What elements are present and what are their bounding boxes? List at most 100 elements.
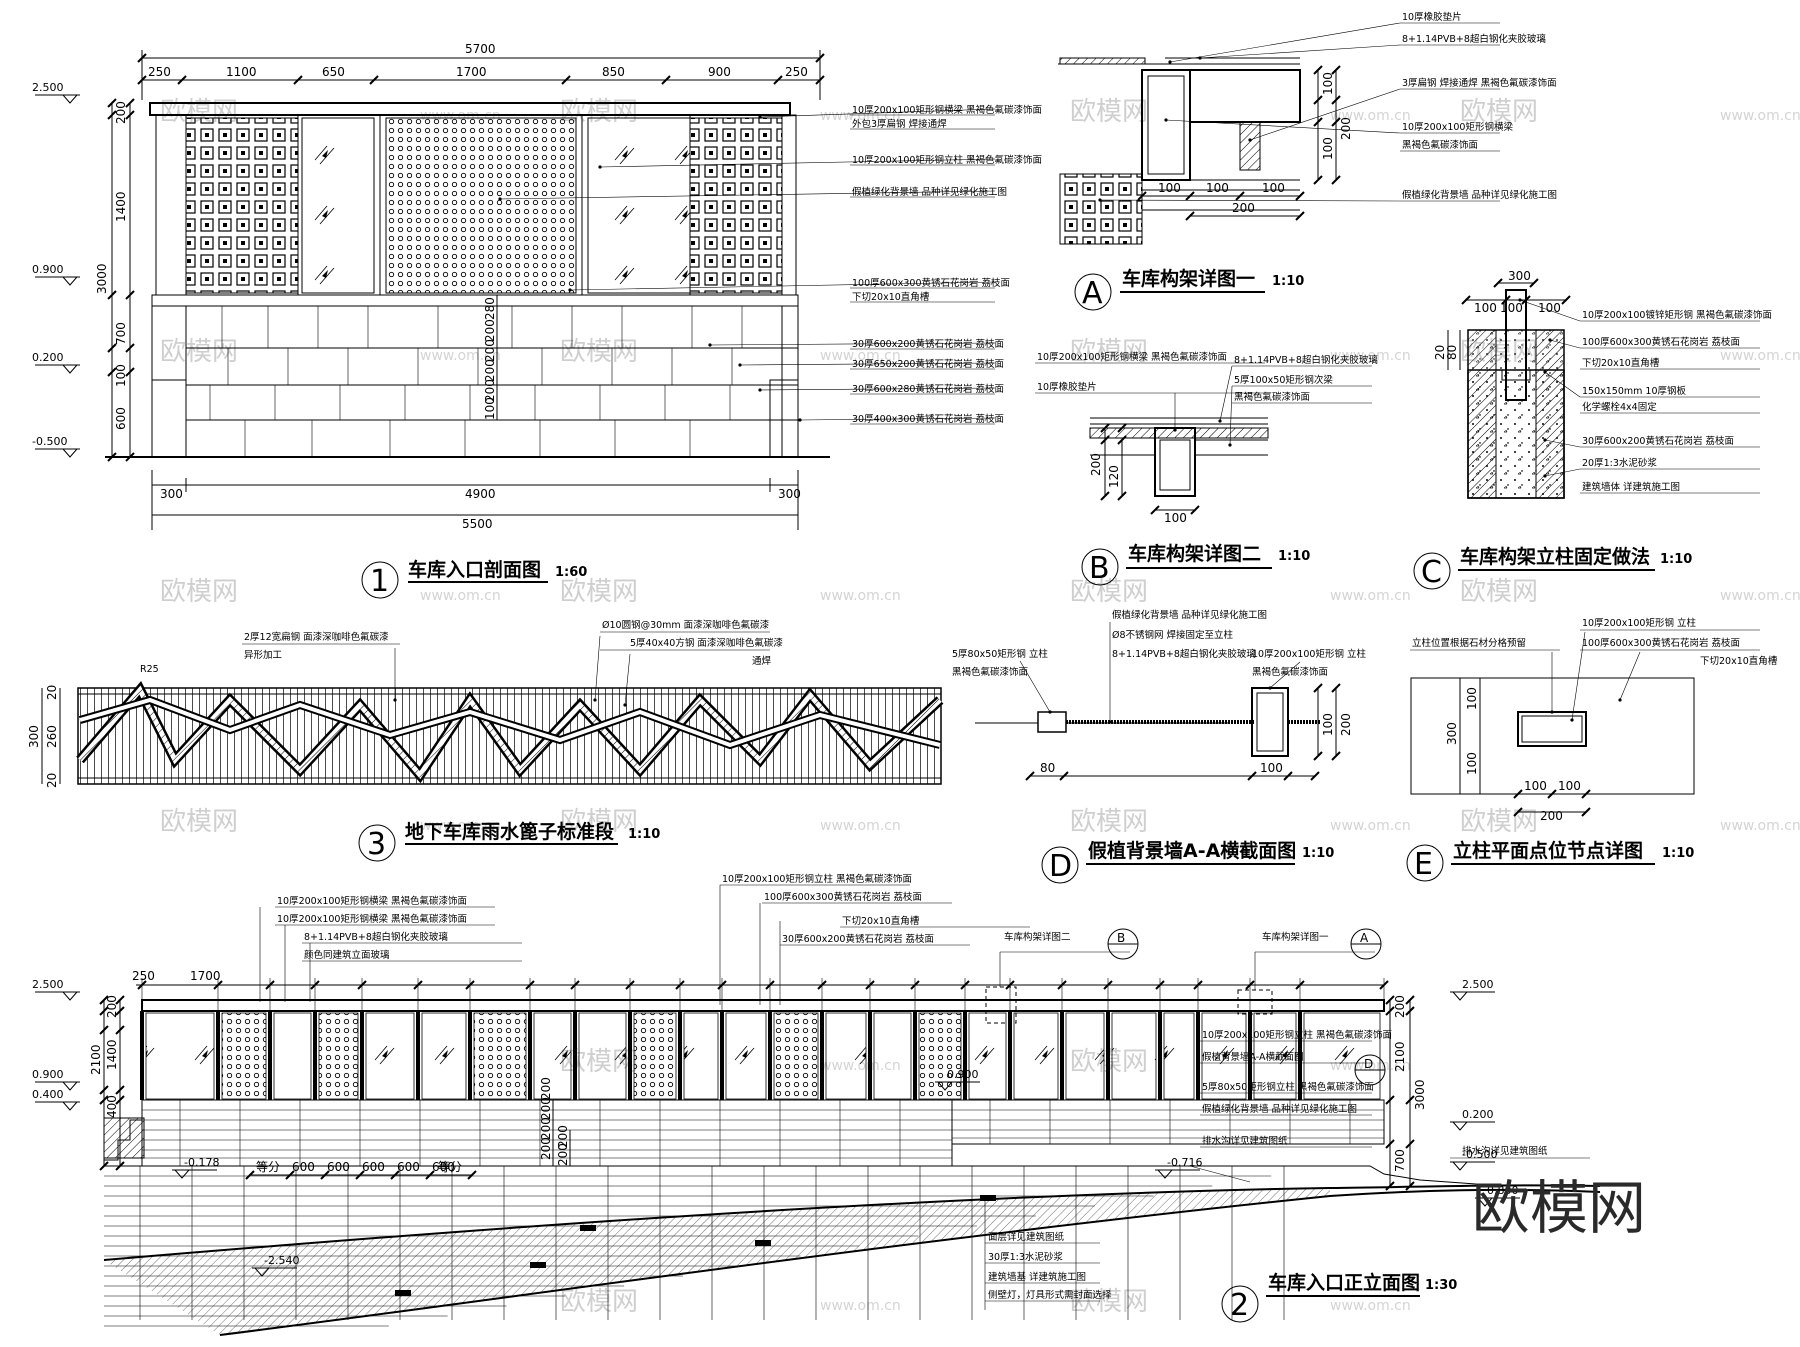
dA-title: 车库构架详图一	[1122, 267, 1255, 290]
d2-level-left-symbol	[61, 1081, 79, 1091]
dim-tick	[320, 1170, 330, 1180]
d1-note-leader	[799, 417, 996, 421]
d2-note-top: 颜色同建筑立面玻璃	[304, 949, 390, 961]
dim-tick	[1313, 175, 1323, 185]
d1-note: 100厚600x300黄锈石花岗岩 荔枝面	[852, 277, 1010, 289]
dD-dim: 200	[1339, 713, 1353, 736]
d2-post	[1158, 1011, 1162, 1100]
d1-level-m0500-symbol	[61, 448, 79, 458]
watermark-site: www.om.cn	[1720, 108, 1800, 124]
d3-radius: R25	[140, 664, 159, 675]
leader-dot	[1228, 443, 1232, 447]
dB-note: 8+1.14PVB+8超白钢化夹胶玻璃	[1234, 354, 1378, 366]
dim-tick	[1405, 1139, 1415, 1149]
d2-post	[1248, 1011, 1252, 1100]
dim-tick	[1385, 1139, 1395, 1149]
dim-tick	[125, 343, 135, 353]
d1-level-2500-symbol	[61, 94, 79, 104]
dim-tick	[1385, 995, 1395, 1005]
d1-top-tick	[293, 75, 303, 85]
dim-tick	[213, 980, 223, 990]
dim-tick	[1331, 95, 1341, 105]
dim-tick	[310, 980, 320, 990]
dim-tick	[265, 980, 275, 990]
d2-scale: 1:30	[1425, 1278, 1457, 1293]
d1-note-leader	[709, 342, 996, 346]
dim-tick	[1513, 789, 1523, 799]
d3-note: Ø10圆钢@30mm 面漆深咖啡色氟碳漆	[602, 619, 770, 631]
d2-left-dim: 1400	[105, 1039, 119, 1070]
d2-screen-panel	[1253, 1012, 1297, 1100]
d1-top-dim: 850	[602, 65, 625, 79]
watermark-site: www.om.cn	[820, 108, 901, 124]
dA-scale: 1:10	[1272, 274, 1304, 289]
dim-tick	[1295, 980, 1305, 990]
dC-note: 化学螺栓4x4固定	[1582, 401, 1657, 413]
dim-tick	[107, 290, 117, 300]
dC-dim: 100	[1500, 301, 1523, 315]
watermark-site: www.om.cn	[820, 818, 901, 834]
leader-line	[1249, 88, 1401, 141]
d3-dim-260: 260	[45, 725, 59, 748]
d2-note-right: 假植背景墙A-A横截面图	[1202, 1051, 1304, 1063]
watermark-site: www.om.cn	[420, 818, 501, 834]
dim-tick	[570, 980, 580, 990]
leader-line	[1019, 660, 1051, 713]
leader-dot	[498, 197, 502, 201]
dim-tick	[817, 980, 827, 990]
dim-tick	[1313, 65, 1323, 75]
dA-note: 10厚200x100矩形钢横梁	[1402, 121, 1513, 133]
dC-note: 建筑墙体 详建筑施工图	[1582, 481, 1680, 493]
dA-dim: 100	[1321, 137, 1335, 160]
dC-note: 下切20x10直角槽	[1582, 357, 1660, 369]
dim-tick	[425, 1170, 435, 1180]
d2-mid-dim: 200	[539, 1117, 553, 1140]
d2-post	[313, 1011, 317, 1100]
dim-tick	[467, 1170, 477, 1180]
dC-note: 30厚600x200黄锈石花岗岩 荔枝面	[1582, 435, 1734, 447]
d1-top-tick	[369, 75, 379, 85]
d2-right-dim: 200	[1393, 995, 1407, 1018]
dim-tick	[115, 995, 125, 1005]
dE-title: 立柱平面点位节点详图	[1453, 839, 1643, 862]
d2-module-dim: 600	[327, 1160, 350, 1174]
d2-note-right: 排水沟详见建筑图纸	[1462, 1145, 1548, 1157]
d2-mid-dim: 200	[539, 1077, 553, 1100]
d1-top-tick	[815, 75, 825, 85]
d2-note-top: 30厚600x200黄锈石花岗岩 荔枝面	[782, 933, 934, 945]
dim-tick	[1295, 211, 1305, 221]
dB-note: 5厚100x50矩形钢次梁	[1234, 374, 1333, 386]
watermark-site: www.om.cn	[1330, 1298, 1411, 1314]
dim-tick	[1501, 295, 1511, 305]
leader-dot	[1543, 474, 1547, 478]
dB-note: 10厚200x100矩形钢横梁 黑褐色氟碳漆饰面	[1037, 351, 1227, 363]
dC-title: 车库构架立柱固定做法	[1460, 545, 1650, 568]
watermark-brand: 欧模网	[160, 577, 238, 607]
d2-screen-panel	[365, 1012, 415, 1100]
d2-note-right: 5厚80x50矩形钢立柱 黑褐色氟碳漆饰面	[1202, 1081, 1374, 1093]
d3-dim-20a: 20	[45, 685, 59, 700]
d2-post	[1106, 1011, 1110, 1100]
d2-screen-panel	[918, 1012, 962, 1100]
dim-tick	[1385, 1181, 1395, 1191]
dA-note: 假植绿化背景墙 品种详见绿化施工图	[1402, 189, 1557, 201]
dim-tick	[1005, 980, 1015, 990]
dim-tick	[1100, 491, 1110, 501]
leader-line	[1544, 371, 1581, 398]
dD-symbol: D	[1049, 849, 1072, 884]
leader-dot	[568, 288, 572, 292]
dim-tick	[357, 980, 367, 990]
leader-line	[1165, 119, 1401, 134]
d2-note-bottom: 侧壁灯，灯具形式需封面选择	[988, 1289, 1112, 1301]
d2-module-dim: 600	[362, 1160, 385, 1174]
d2-screen-panel	[533, 1012, 572, 1100]
watermark-site: www.om.cn	[420, 588, 501, 604]
d1-side-dim-600: 600	[114, 407, 128, 430]
dA-note: 8+1.14PVB+8超白钢化夹胶玻璃	[1402, 33, 1546, 45]
watermark-site: www.om.cn	[420, 348, 501, 364]
dim-tick	[1313, 117, 1323, 127]
d2-right-dim: 700	[1393, 1149, 1407, 1172]
d2-post	[416, 1011, 420, 1100]
